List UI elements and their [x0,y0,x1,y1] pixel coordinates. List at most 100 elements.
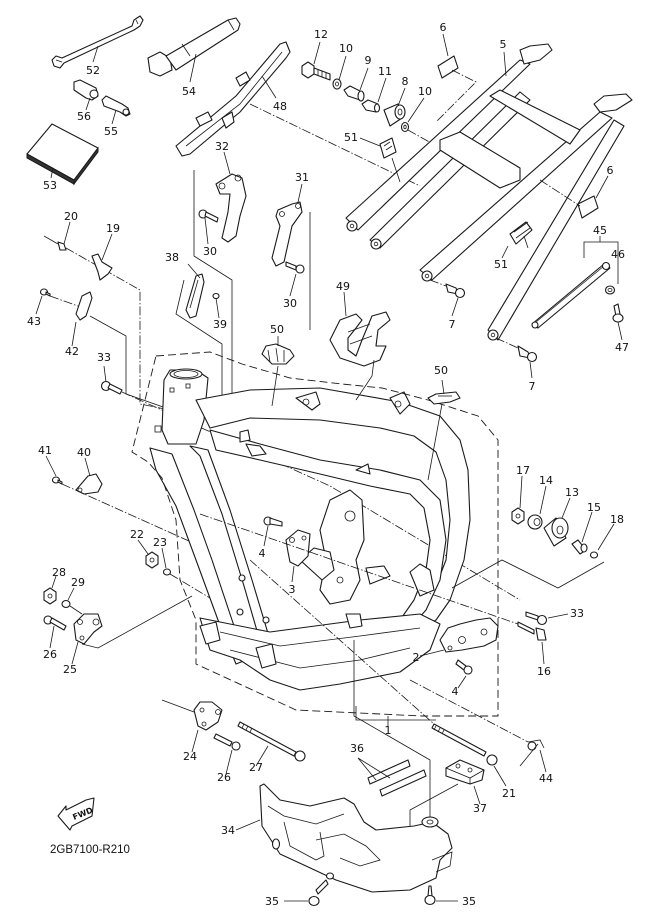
leader-51b-2 [523,235,529,249]
callout-10b: 10 [418,85,432,98]
damper-part-36[interactable] [367,759,427,797]
bolt-part-16[interactable] [517,621,547,641]
nipple-part-55[interactable] [101,95,131,117]
clip-part-44[interactable] [519,739,545,767]
clamp-part-50b[interactable] [427,391,461,405]
engine-bracket-part-2[interactable] [439,617,499,653]
forward-direction-badge: FWD [57,797,95,831]
collar-part-46[interactable] [604,285,616,295]
nut-part-28[interactable] [43,587,57,605]
bolt-part-47[interactable] [612,303,624,323]
collar-part-11[interactable] [361,99,381,113]
nut-part-17[interactable] [511,507,525,525]
leader-3 [291,565,295,583]
callout-43: 43 [27,315,41,328]
callout-42: 42 [65,345,79,358]
damper-part-37[interactable] [445,759,485,785]
label-part-6b[interactable] [577,195,599,219]
callout-8: 8 [402,75,409,88]
holder-part-38[interactable] [185,273,205,319]
bolt-part-33a[interactable] [100,380,123,395]
bolt-part-35a[interactable] [308,879,329,907]
guide-35 [353,640,431,820]
washer-part-10b[interactable] [400,121,410,133]
leader-15 [581,511,593,543]
callout-28: 28 [52,566,66,579]
callout-30a: 30 [203,245,217,258]
bolt-part-30b[interactable] [285,261,305,274]
clamp-part-51a[interactable] [379,137,397,159]
washer-part-29[interactable] [61,599,71,609]
centerline-6a [435,69,477,123]
washer-part-18[interactable] [589,551,599,559]
guard-part-49[interactable] [329,311,391,367]
rivet-part-20[interactable] [43,235,67,251]
tool-case-part-48[interactable] [175,41,291,157]
washer-part-10a[interactable] [332,78,342,90]
frame-part-1[interactable] [149,368,471,691]
label-part-6a[interactable] [437,55,459,79]
engine-bracket-part-25[interactable] [73,613,103,645]
callout-51b: 51 [494,258,508,271]
holder-part-42[interactable] [75,291,93,321]
bolt-part-21[interactable] [431,723,498,766]
frame-assembly-outline [131,351,499,717]
leader-26a [49,625,55,649]
leader-41 [45,455,57,477]
bearing-part-14[interactable] [527,514,543,530]
centerline-16 [199,513,519,625]
washer-part-23[interactable] [162,568,172,576]
clamp-part-51b[interactable] [509,221,533,245]
engine-bracket-part-32[interactable] [215,173,247,243]
bolt-part-7b[interactable] [517,345,538,363]
collar-part-15[interactable] [571,539,588,555]
callout-27: 27 [249,761,263,774]
screw-part-41[interactable] [51,476,63,485]
callout-35a: 35 [265,895,279,908]
leader-30a [204,217,209,245]
leader-23 [161,547,167,569]
callout-19: 19 [106,222,120,235]
callout-21: 21 [502,787,516,800]
engine-bracket-part-31[interactable] [271,201,303,267]
leader-17 [519,475,523,509]
bolt-part-4a[interactable] [263,516,283,527]
callout-36: 36 [350,742,364,755]
bolt-part-7a[interactable] [445,283,466,299]
centerline-48 [249,103,421,187]
nut-part-22[interactable] [145,551,159,569]
bolt-part-4b[interactable] [455,659,473,675]
clamp-part-40[interactable] [75,473,103,495]
callout-22: 22 [130,528,144,541]
bolt-part-26a[interactable] [43,615,67,631]
bolt-part-35b[interactable] [424,885,436,906]
bolt-part-30a[interactable] [198,209,219,223]
callout-40: 40 [77,446,91,459]
bolt-part-12[interactable] [301,61,331,81]
bracket-45 [583,241,619,284]
plug-wrench-part-54[interactable] [147,17,241,77]
engine-bracket-part-24[interactable] [193,701,223,731]
roller-part-8[interactable] [383,103,406,127]
nipple-wrench-part-56[interactable] [73,79,99,101]
screw-part-39[interactable] [212,292,220,300]
roller-part-13[interactable] [543,517,569,547]
rear-frame-part-5[interactable] [345,43,633,341]
leader-7a [451,297,459,317]
owners-manual-part-53[interactable] [26,123,99,186]
collar-part-9[interactable] [343,85,365,102]
screw-part-43[interactable] [39,288,51,297]
bolt-part-33b[interactable] [525,611,548,626]
leader-21 [493,765,507,787]
engine-guard-part-34[interactable] [259,783,453,893]
wrench-part-52[interactable] [51,15,144,69]
clamp-part-50a[interactable] [261,343,295,365]
callout-11: 11 [378,65,392,78]
stay-part-45[interactable] [531,261,611,329]
callout-17: 17 [516,464,530,477]
bracket-part-19[interactable] [91,253,113,281]
centerline-23 [169,573,211,599]
bolt-part-26b[interactable] [213,733,241,751]
leader-31 [297,183,303,203]
bolt-part-27[interactable] [237,721,306,762]
